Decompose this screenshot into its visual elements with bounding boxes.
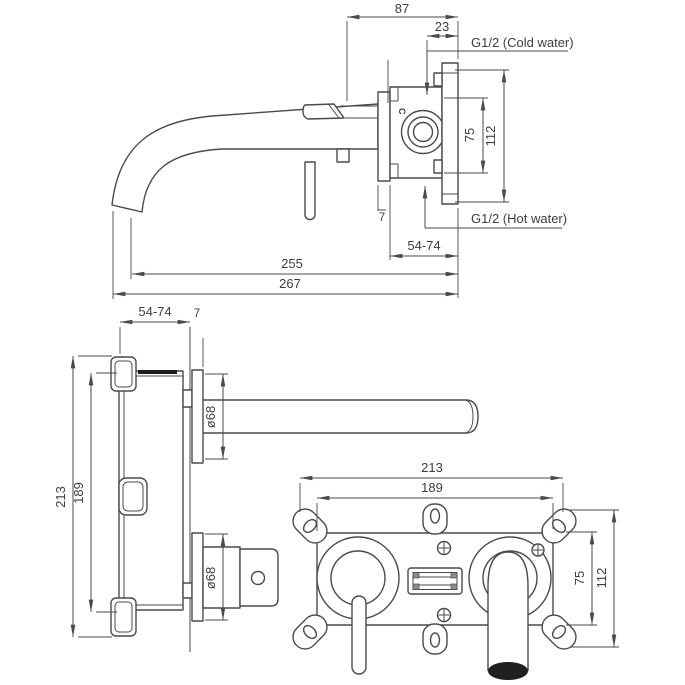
side-elevation-view: C 87 23 G1/2 (Cold water) G1/2 (Hot wate… (111, 1, 574, 299)
spout-tube (487, 551, 529, 671)
dim-213-label: 213 (53, 486, 68, 508)
dim-213-label-fv: 213 (421, 460, 443, 475)
hot-water-label: G1/2 (Hot water) (471, 211, 567, 226)
handle-escutcheon (191, 532, 204, 622)
handle-side-view (302, 103, 378, 221)
dim-112-label-fv: 112 (594, 568, 609, 589)
dim-75-label: 75 (462, 128, 477, 142)
spout-front-view (468, 536, 552, 680)
dim-267-label: 267 (279, 276, 301, 291)
spout-escutcheon (191, 369, 204, 464)
fixing-clip-bottom (110, 597, 137, 637)
front-view: 213 189 75 112 (292, 460, 619, 680)
spout-outlet (488, 662, 528, 680)
handle-lever (351, 595, 367, 675)
left-side-view: 54-74 7 213 189 ø68 ø68 (53, 304, 479, 652)
mounting-lugs (292, 503, 577, 655)
dim-112-label: 112 (483, 126, 498, 147)
spout-outline (111, 103, 379, 213)
inwall-housing (110, 356, 193, 637)
dim-d68-handle-label: ø68 (203, 567, 218, 589)
fixing-clip-middle (118, 477, 148, 516)
dim-54-74-label: 54-74 (407, 238, 440, 253)
handle-set-screw (250, 570, 266, 586)
spout-side-view (191, 369, 479, 464)
fixing-clip-top (110, 356, 137, 392)
dim-87-label: 87 (395, 1, 409, 16)
dim-7-label: 7 (379, 212, 385, 224)
wall-escutcheon (377, 91, 391, 182)
handle-front-view (316, 536, 400, 675)
cold-water-label: G1/2 (Cold water) (471, 35, 574, 50)
dim-189-label-fv: 189 (421, 480, 443, 495)
dim-255-label: 255 (281, 256, 303, 271)
dim-d68-spout-label: ø68 (203, 406, 218, 428)
dim-54-74-label-2: 54-74 (138, 304, 171, 319)
dim-7-label-2: 7 (194, 308, 200, 320)
screws (436, 540, 545, 623)
dim-23-label: 23 (435, 19, 449, 34)
dim-75-label-fv: 75 (572, 571, 587, 585)
marker-c-label: C (397, 108, 407, 115)
dim-189-label: 189 (71, 482, 86, 504)
center-bracket (407, 567, 463, 595)
